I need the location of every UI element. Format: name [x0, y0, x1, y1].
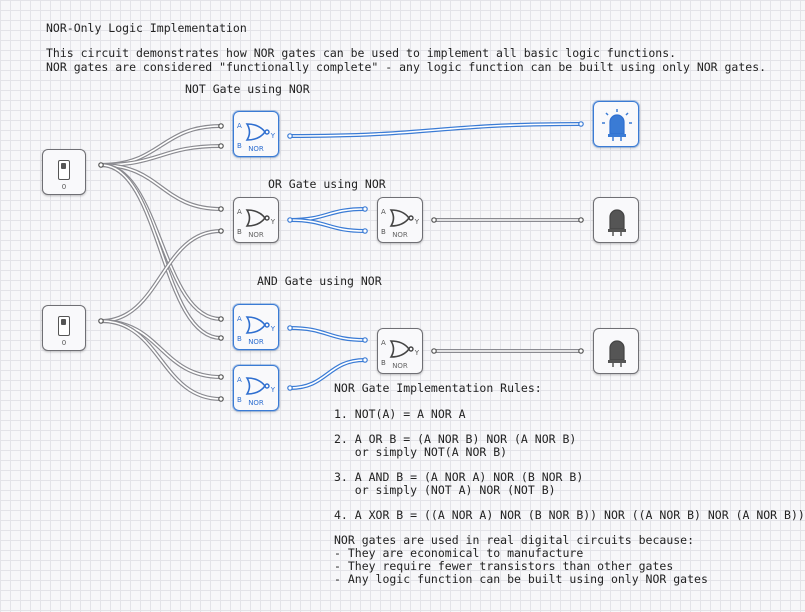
nor-symbol-icon [245, 316, 270, 334]
gate-type-label: NOR [248, 231, 264, 239]
wire-core [289, 219, 366, 232]
nor-symbol-icon [245, 377, 270, 395]
connection-port [362, 357, 368, 363]
gate-type-label: NOR [392, 362, 408, 370]
wire-core [289, 327, 366, 341]
connection-port [362, 337, 368, 343]
connection-port [287, 325, 293, 331]
nor-symbol-icon [389, 340, 414, 358]
connection-port [578, 121, 584, 127]
connection-port [218, 206, 224, 212]
rule-line: 2. A OR B = (A NOR B) NOR (A NOR B) [334, 432, 577, 446]
led-output-or [593, 197, 639, 243]
pin-b-label: B [381, 359, 386, 367]
page-title: NOR-Only Logic Implementation [46, 21, 247, 35]
rules-footer-line: NOR gates are used in real digital circu… [334, 533, 695, 547]
nor-symbol-icon [389, 209, 414, 227]
gate-type-label: NOR [248, 399, 264, 407]
connection-port [287, 133, 293, 139]
nor-gate-not[interactable]: A B Y NOR [233, 111, 279, 157]
connection-port [287, 217, 293, 223]
pin-y-label: Y [270, 325, 275, 333]
gate-type-label: NOR [392, 231, 408, 239]
connection-port [218, 143, 224, 149]
connection-port [98, 318, 104, 324]
connection-port [218, 396, 224, 402]
and-section-label: AND Gate using NOR [257, 274, 382, 288]
nor-gate-and-3[interactable]: A B Y NOR [377, 328, 423, 374]
toggle-icon [58, 316, 70, 336]
pin-b-label: B [237, 142, 242, 150]
connection-port [218, 374, 224, 380]
connection-port [362, 228, 368, 234]
led-lit-icon [602, 109, 632, 141]
pin-y-label: Y [414, 218, 419, 226]
description-line-1: This circuit demonstrates how NOR gates … [46, 46, 677, 60]
connection-port [362, 206, 368, 212]
connection-port [98, 162, 104, 168]
pin-a-label: A [381, 208, 386, 216]
wire-core [100, 320, 222, 378]
wire-core [100, 164, 222, 339]
wire-core [289, 359, 366, 389]
led-unlit-icon [608, 340, 626, 367]
connection-port [218, 316, 224, 322]
pin-b-label: B [381, 228, 386, 236]
pin-a-label: A [381, 339, 386, 347]
gate-type-label: NOR [248, 145, 264, 153]
rule-line: 3. A AND B = (A NOR A) NOR (B NOR B) [334, 470, 584, 484]
rules-footer-line: - They are economical to manufacture [334, 546, 584, 560]
or-section-label: OR Gate using NOR [268, 177, 386, 191]
pin-a-label: A [237, 208, 242, 216]
connection-port [218, 228, 224, 234]
not-section-label: NOT Gate using NOR [185, 82, 310, 96]
wire-core [100, 230, 222, 322]
connection-port [218, 123, 224, 129]
nor-symbol-icon [245, 209, 270, 227]
wire-core [100, 320, 222, 400]
connection-port [431, 217, 437, 223]
connection-port [578, 217, 584, 223]
pin-y-label: Y [414, 349, 419, 357]
connection-port [218, 335, 224, 341]
rule-line: or simply NOT(A NOR B) [334, 445, 508, 459]
toggle-icon [58, 160, 70, 180]
nor-gate-and-1[interactable]: A B Y NOR [233, 304, 279, 350]
wire-core [289, 123, 582, 137]
pin-y-label: Y [270, 386, 275, 394]
rule-line: 1. NOT(A) = A NOR A [334, 407, 466, 421]
pin-b-label: B [237, 396, 242, 404]
connection-port [287, 385, 293, 391]
pin-a-label: A [237, 315, 242, 323]
led-output-and [593, 328, 639, 374]
rule-line: or simply (NOT A) NOR (NOT B) [334, 483, 556, 497]
switch-a-value: 0 [61, 183, 67, 191]
pin-b-label: B [237, 228, 242, 236]
pin-a-label: A [237, 122, 242, 130]
nor-gate-or-2[interactable]: A B Y NOR [377, 197, 423, 243]
pin-y-label: Y [270, 132, 275, 140]
switch-b-value: 0 [61, 339, 67, 347]
input-switch-b[interactable]: 0 [42, 305, 86, 351]
input-switch-a[interactable]: 0 [42, 149, 86, 195]
nor-gate-or-1[interactable]: A B Y NOR [233, 197, 279, 243]
pin-b-label: B [237, 335, 242, 343]
pin-a-label: A [237, 376, 242, 384]
wire-core [100, 164, 222, 210]
nor-gate-and-2[interactable]: A B Y NOR [233, 365, 279, 411]
nor-symbol-icon [245, 123, 270, 141]
pin-y-label: Y [270, 218, 275, 226]
connection-port [578, 348, 584, 354]
led-unlit-icon [608, 209, 626, 236]
rules-heading: NOR Gate Implementation Rules: [334, 381, 542, 395]
led-output-not [593, 101, 639, 147]
rules-footer-line: - They require fewer transistors than ot… [334, 559, 674, 573]
gate-type-label: NOR [248, 338, 264, 346]
rules-footer-line: - Any logic function can be built using … [334, 572, 708, 586]
rule-line: 4. A XOR B = ((A NOR A) NOR (B NOR B)) N… [334, 508, 805, 522]
description-line-2: NOR gates are considered "functionally c… [46, 60, 767, 74]
connection-port [431, 348, 437, 354]
wire-core [100, 145, 222, 166]
